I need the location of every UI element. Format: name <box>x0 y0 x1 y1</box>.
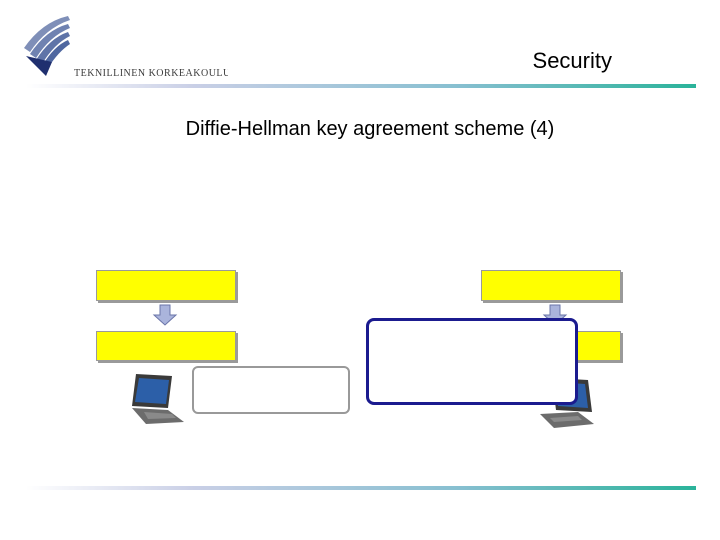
left-top-yellow-box <box>96 270 236 301</box>
header-rule <box>26 84 696 88</box>
left-message-box <box>192 366 350 414</box>
laptop-icon <box>132 374 184 424</box>
university-logo: TEKNILLINEN KORKEAKOULU <box>24 16 228 79</box>
logo-text: TEKNILLINEN KORKEAKOULU <box>74 68 228 79</box>
header-title: Security <box>532 48 612 73</box>
slide-title: Diffie-Hellman key agreement scheme (4) <box>185 118 555 140</box>
left-bottom-yellow-box <box>96 331 236 361</box>
down-arrow-icon <box>152 304 178 326</box>
right-top-yellow-box <box>481 270 621 301</box>
footer-rule <box>26 486 696 490</box>
shared-key-box <box>366 318 578 405</box>
